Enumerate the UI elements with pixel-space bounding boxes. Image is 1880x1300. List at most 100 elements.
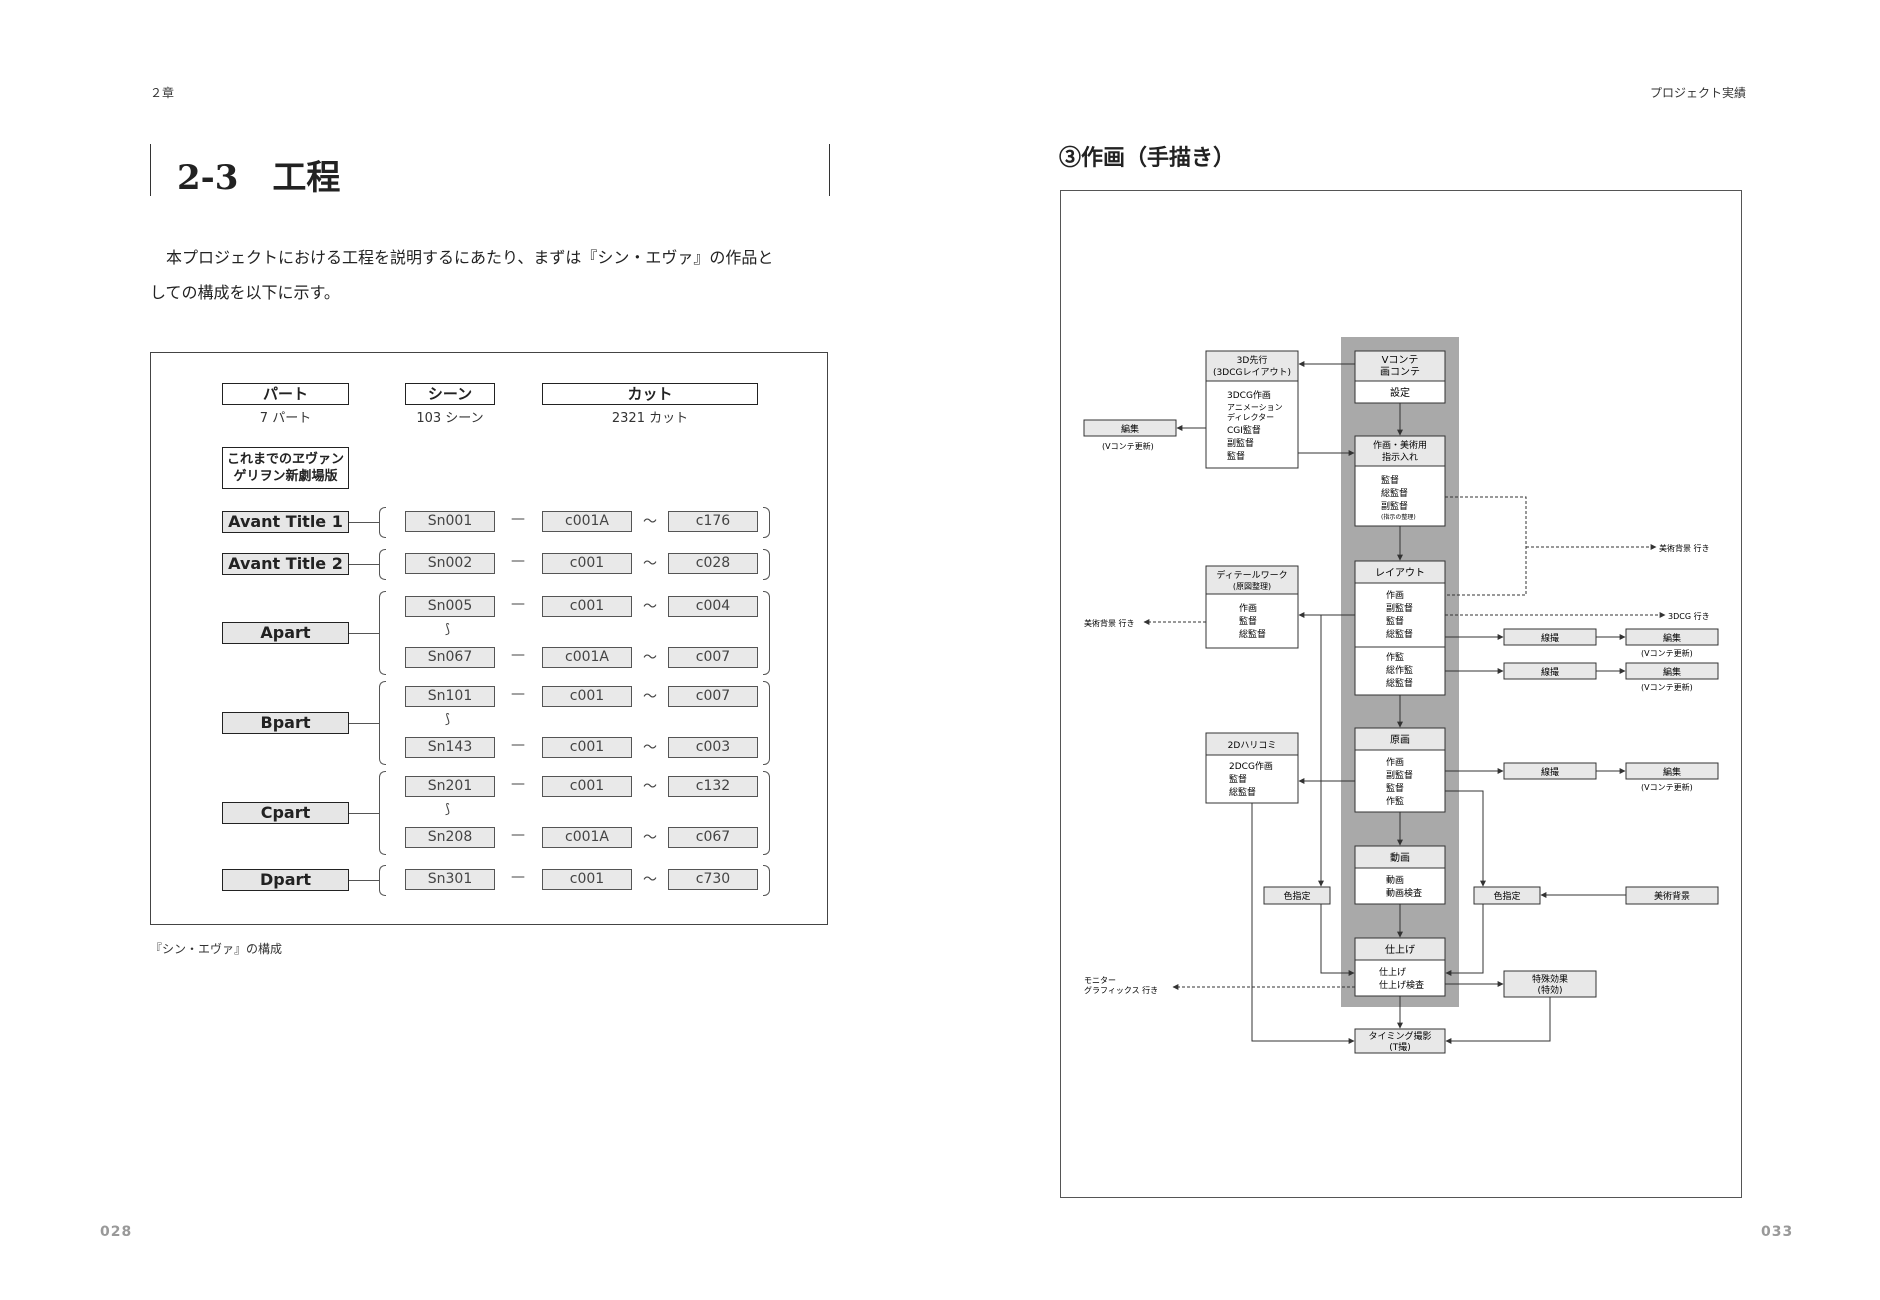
vconte-update-1: (Vコンテ更新) — [1641, 648, 1693, 658]
sakuga-body-1: 総監督 — [1381, 487, 1408, 499]
layout-box: レイアウト 作画 副監督 監督 総監督 作監 総作監 総監督 — [1354, 560, 1446, 696]
vconte-box: Vコンテ 画コンテ 設定 — [1354, 350, 1446, 404]
tilde: ～ — [643, 650, 657, 666]
connector — [349, 723, 379, 724]
line-hari-to-timing — [1251, 803, 1355, 1044]
bracket-left — [379, 549, 386, 580]
cut-start-cell: c001A — [542, 647, 632, 668]
layout-body-0: 作画 — [1386, 589, 1404, 601]
line-sfx-to-timing — [1445, 997, 1551, 1044]
pre3d-body-2: ディレクター — [1227, 412, 1274, 422]
sakuga-note: (指示の整理) — [1381, 513, 1416, 521]
cut-end-cell: c004 — [668, 596, 758, 617]
line-test-box: 線撮 — [1503, 662, 1597, 680]
tilde: ～ — [643, 830, 657, 846]
page-number-left: 028 — [100, 1224, 133, 1240]
pre3d-body-0: 3DCG作画 — [1227, 389, 1271, 401]
timing-title-2: (T撮) — [1389, 1041, 1411, 1053]
range-squiggle: ⟆ — [445, 712, 451, 727]
edit-label-3: 編集 — [1663, 766, 1681, 778]
header-cut-count: 2321 カット — [611, 411, 689, 426]
edit-label: 編集 — [1121, 423, 1139, 435]
scene-cell: Sn201 — [405, 776, 495, 797]
shiage-box: 仕上げ 仕上げ 仕上げ検査 — [1354, 937, 1446, 997]
table-caption: 『シン・エヴァ』の構成 — [150, 942, 283, 956]
shiage-title: 仕上げ — [1385, 943, 1415, 956]
scene-cell: Sn301 — [405, 869, 495, 890]
intro-text-line2: しての構成を以下に示す。 — [150, 283, 340, 302]
bracket-right — [763, 549, 770, 580]
cut-end-cell: c007 — [668, 686, 758, 707]
genga-body-0: 作画 — [1386, 756, 1404, 768]
sakuga-instructions-box: 作画・美術用 指示入れ 監督 総監督 副監督 (指示の整理) — [1354, 435, 1446, 527]
tilde: ～ — [643, 740, 657, 756]
dash: — — [511, 869, 525, 885]
douga-body-0: 動画 — [1386, 875, 1404, 886]
header-part-count: 7 パート — [259, 411, 312, 426]
flow-diagram-frame: Vコンテ 画コンテ 設定 作画・美術用 指示入れ 監督 総監督 副監督 (指示の… — [1060, 190, 1742, 1198]
tilde: ～ — [643, 872, 657, 888]
running-head-left: ２章 — [150, 86, 175, 100]
color-spec-right: 色指定 — [1493, 890, 1520, 902]
scene-cell: Sn101 — [405, 686, 495, 707]
color-spec-box-left: 色指定 — [1263, 886, 1331, 905]
special-effects-box: 特殊効果 (特効) — [1503, 970, 1597, 998]
bracket-left — [379, 865, 386, 896]
line-test-1: 線撮 — [1541, 632, 1559, 644]
cut-end-cell: c730 — [668, 869, 758, 890]
edit-box: 編集 (Vコンテ更新) — [1625, 628, 1719, 658]
cut-start-cell: c001 — [542, 737, 632, 758]
cut-end-cell: c003 — [668, 737, 758, 758]
timing-shoot-box: タイミング撮影 (T撮) — [1354, 1028, 1446, 1054]
hari-body-2: 総監督 — [1229, 786, 1256, 798]
shiage-body-1: 仕上げ検査 — [1379, 979, 1424, 991]
intro-text-line1: 本プロジェクトにおける工程を説明するにあたり、まずは『シン・エヴァ』の作品と — [150, 248, 774, 267]
scene-cell: Sn067 — [405, 647, 495, 668]
line-color-spec-right-to-shiage — [1445, 904, 1484, 976]
cut-end-cell: c028 — [668, 553, 758, 574]
bracket-right — [763, 591, 770, 675]
header-part: パート — [222, 383, 349, 405]
cut-end-cell: c132 — [668, 776, 758, 797]
pre3d-body-1: アニメーション — [1227, 403, 1283, 412]
cut-end-cell: c176 — [668, 511, 758, 532]
dash: — — [511, 647, 525, 663]
bracket-right — [763, 771, 770, 855]
connector — [349, 522, 379, 523]
vconte-title-1: Vコンテ — [1382, 355, 1419, 366]
douga-body-1: 動画検査 — [1386, 887, 1422, 899]
prior-films-line1: これまでのヱヴァン — [226, 452, 344, 467]
detail-body-0: 作画 — [1239, 602, 1257, 614]
vconte-update-label: (Vコンテ更新) — [1102, 441, 1154, 451]
timing-title-1: タイミング撮影 — [1368, 1030, 1431, 1042]
line-genga-to-color-spec — [1445, 790, 1486, 887]
running-head-right: プロジェクト実績 — [1650, 86, 1747, 100]
douga-box: 動画 動画 動画検査 — [1354, 845, 1446, 905]
to-monitor-1: モニター — [1084, 976, 1116, 985]
sakuga-body-2: 副監督 — [1381, 500, 1408, 512]
edit-box: 編集 (Vコンテ更新) — [1625, 762, 1719, 792]
header-cut: カット — [542, 383, 758, 405]
cut-start-cell: c001 — [542, 596, 632, 617]
range-squiggle: ⟆ — [445, 802, 451, 817]
genga-body-2: 監督 — [1386, 782, 1404, 794]
color-spec-box-right: 色指定 — [1473, 886, 1541, 905]
header-scene-count: 103 シーン — [416, 411, 484, 426]
color-spec-left: 色指定 — [1283, 890, 1310, 902]
cut-start-cell: c001A — [542, 827, 632, 848]
dash: — — [511, 511, 525, 527]
line-test-box: 線撮 — [1503, 762, 1597, 780]
tilde: ～ — [643, 514, 657, 530]
sfx-1: 特殊効果 — [1532, 973, 1568, 985]
dash: — — [511, 553, 525, 569]
detail-title-2: (原図整理) — [1233, 581, 1271, 591]
to-art-bg-left: 美術背景 行き — [1084, 618, 1135, 628]
layout-body2-2: 総監督 — [1386, 677, 1413, 689]
dash: — — [511, 737, 525, 753]
detail-body-2: 総監督 — [1239, 628, 1266, 640]
prior-films-box: これまでのヱヴァン ゲリヲン新劇場版 — [222, 447, 349, 489]
dash: — — [511, 776, 525, 792]
genga-body-1: 副監督 — [1386, 769, 1413, 781]
bracket-left — [379, 507, 386, 538]
bracket-left — [379, 681, 386, 765]
